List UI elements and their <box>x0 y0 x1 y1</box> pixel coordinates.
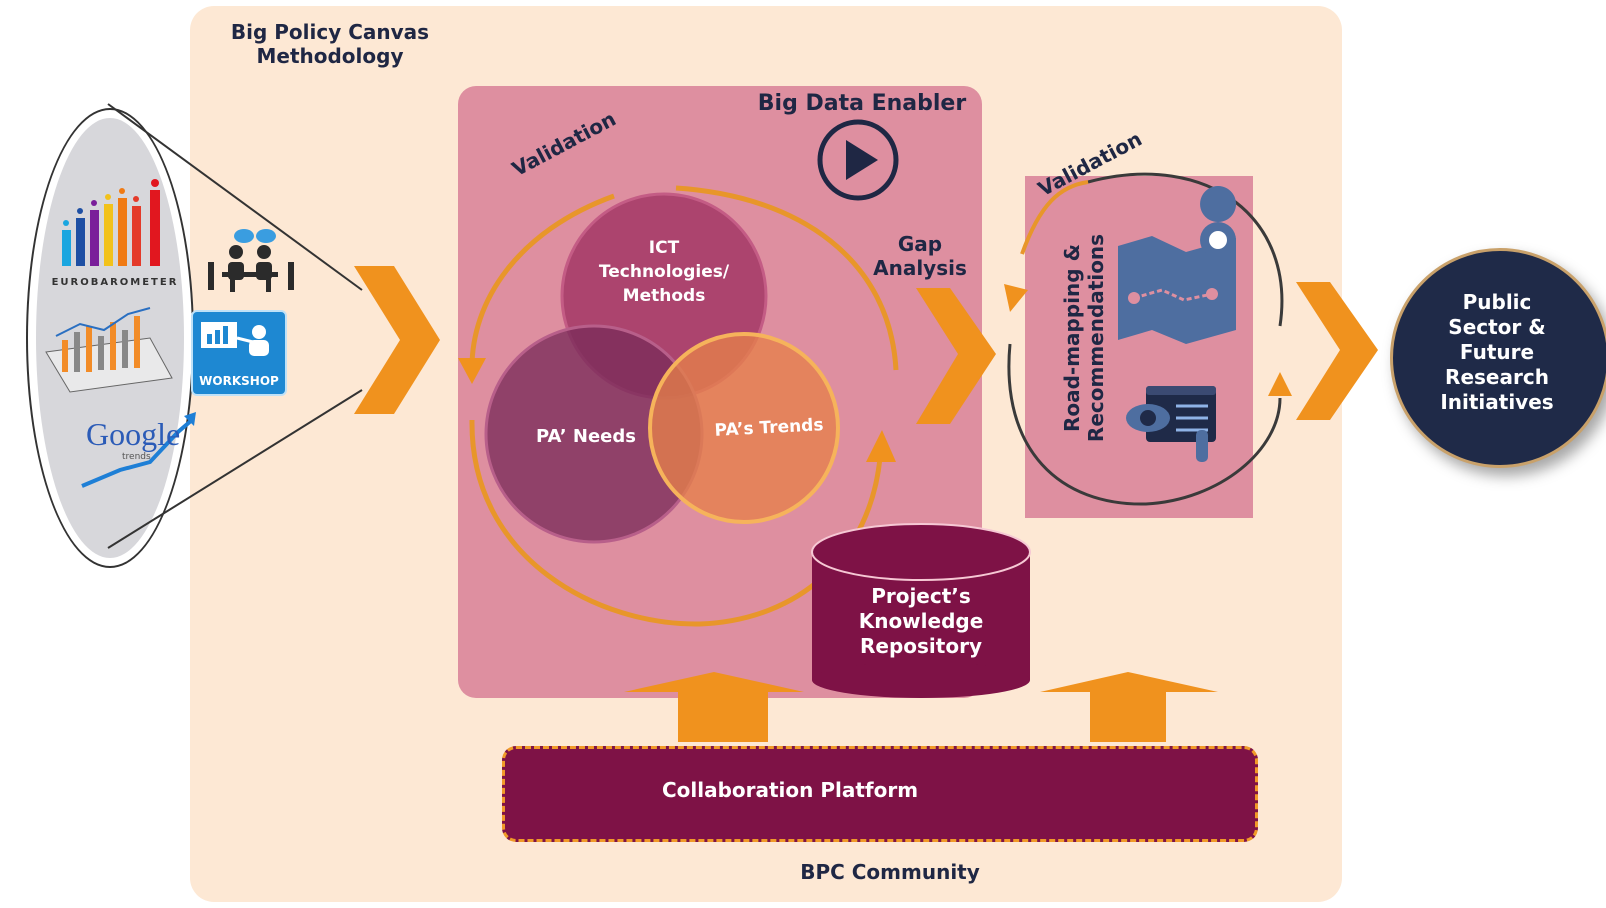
knowledge-repository-cylinder <box>811 523 1031 698</box>
road-arc-bottom <box>1007 343 1282 506</box>
up-arrow-right <box>1040 672 1218 742</box>
funnel-line-bottom <box>107 389 363 549</box>
google-trends-sub: trends <box>122 452 151 462</box>
checklist-icon <box>1126 386 1216 462</box>
cycle-arc-top-left <box>469 193 615 373</box>
eurobarometer-label: EUROBAROMETER <box>51 277 179 288</box>
venn-needs-label: PA’ Needs <box>535 426 636 447</box>
gap-chevron <box>916 288 996 424</box>
output-label: Public Sector & Future Research Initiati… <box>1400 290 1594 415</box>
collaboration-platform-box <box>502 746 1258 842</box>
google-trends-logo <box>81 412 196 488</box>
up-arrow-left <box>624 672 804 742</box>
output-circle <box>1390 248 1606 468</box>
gap-analysis-label: Gap Analysis <box>866 232 974 280</box>
big-data-enabler-title: Big Data Enabler <box>757 91 967 116</box>
canvas-title-line1: Big Policy Canvas <box>230 20 430 44</box>
road-arrowhead-2 <box>1268 372 1292 396</box>
google-word: Google <box>86 416 181 452</box>
output-line2: Sector & <box>1448 315 1546 339</box>
collaboration-platform-label: Collaboration Platform <box>661 778 919 802</box>
meeting-icon <box>208 229 294 292</box>
workshop-icon: WORKSHOP <box>191 310 287 396</box>
output-line5: Initiatives <box>1440 390 1554 414</box>
knowledge-repository-label: Project’s Knowledge Repository <box>824 584 1018 659</box>
output-line4: Research <box>1445 365 1549 389</box>
gap-line2: Analysis <box>873 256 967 280</box>
eurobarometer-logo <box>62 179 160 266</box>
road-arrowhead-1 <box>1004 284 1028 312</box>
gap-line1: Gap <box>897 232 943 256</box>
cycle-arc-top-right <box>675 185 899 371</box>
workshop-presentation-icon <box>201 322 269 356</box>
output-chevron <box>1296 282 1378 420</box>
canvas-title-line2: Methodology <box>256 44 404 68</box>
play-icon <box>817 119 899 201</box>
venn-ict-label: ICT Technologies/ Methods <box>584 236 744 308</box>
input-chevron <box>354 266 440 414</box>
cycle-arrowhead-1 <box>458 358 486 384</box>
google-logo-text: Google <box>86 416 180 453</box>
cycle-arrowhead-2 <box>866 430 896 462</box>
venn-ict-line2: Technologies/ <box>598 262 730 282</box>
funnel-line-top <box>107 103 363 291</box>
venn-ict-line1: ICT <box>648 238 680 258</box>
venn-ict-line3: Methods <box>622 286 706 306</box>
bpc-community-label: BPC Community <box>800 860 980 884</box>
output-line1: Public <box>1462 290 1532 314</box>
repository-line2: Knowledge <box>858 609 984 633</box>
output-line3: Future <box>1459 340 1535 364</box>
roadmap-label: Road-mapping & Recommendations <box>1060 218 1112 458</box>
roadmap-line1: Road-mapping & <box>1060 243 1084 433</box>
bar-chart-icon <box>45 307 173 393</box>
roadmap-line2: Recommendations <box>1084 233 1108 443</box>
canvas-title: Big Policy Canvas Methodology <box>200 20 460 68</box>
venn-trends-circle <box>648 332 840 524</box>
repository-line1: Project’s <box>871 584 971 608</box>
repository-line3: Repository <box>860 634 982 658</box>
map-icon <box>1118 186 1237 344</box>
workshop-label: WORKSHOP <box>199 374 279 388</box>
